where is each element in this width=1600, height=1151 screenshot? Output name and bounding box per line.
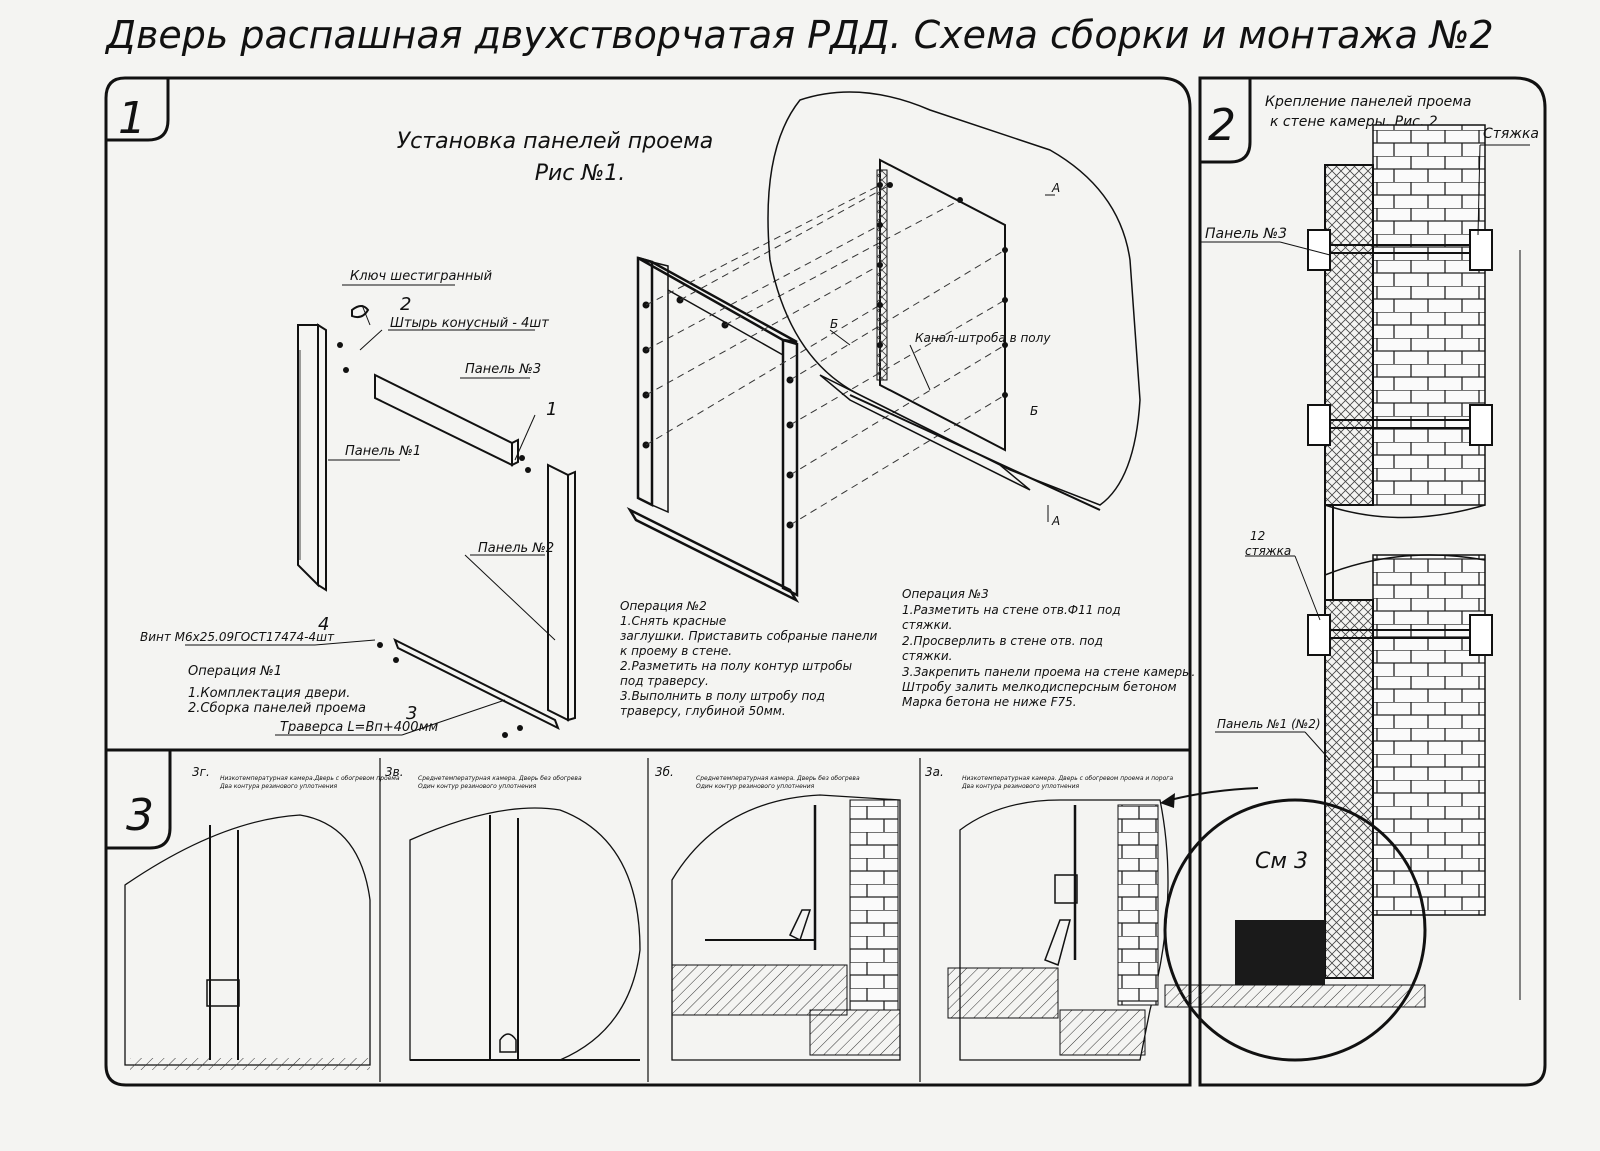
detail-arrow (1169, 787, 1259, 801)
wall-opening-drawing (819, 158, 1101, 511)
label-panel-1-2: Панель №1 (№2) (1217, 717, 1321, 731)
variant-note: Низкотемпературная камера.Дверь с обогре… (220, 775, 400, 782)
operation-3-line: Марка бетона не ниже F75. (902, 695, 1077, 709)
operation-2-line: под траверсу. (620, 674, 709, 688)
figure-1-label: Рис №1. (535, 161, 626, 186)
operation-2-line: 2.Разметить на полу контур штробы (620, 659, 852, 673)
operation-3-title: Операция №3 (902, 587, 989, 601)
label-tie-number: 12 (1250, 529, 1265, 543)
operation-2-title: Операция №2 (620, 599, 707, 613)
mark-a-bottom: А (1051, 514, 1060, 528)
variant-3v: 3в. Среднетемпературная камера. Дверь бе… (385, 765, 641, 1061)
section-1-heading: Установка панелей проема (397, 129, 713, 154)
operation-1-line: 1.Комплектация двери. (188, 686, 350, 701)
operation-3-line: 3.Закрепить панели проема на стене камер… (902, 665, 1195, 679)
operation-2-line: 1.Снять красные (620, 614, 726, 628)
callout-panel-3: Панель №3 (465, 362, 541, 377)
operation-1-line: 2.Сборка панелей проема (188, 701, 366, 716)
variant-id: 3г. (192, 765, 210, 779)
section-1-number: 1 (118, 93, 146, 144)
callout-pin: Штырь конусный - 4шт (390, 316, 549, 331)
mark-b-left: Б (830, 317, 838, 331)
variant-note: Один контур резинового уплотнения (418, 783, 537, 790)
variant-note: Два контура резинового уплотнения (961, 783, 1079, 790)
callout-hex-key: Ключ шестигранный (350, 269, 492, 284)
section-2-frame (1198, 76, 1547, 1087)
hex-key-icon (351, 305, 370, 319)
section-3-number: 3 (126, 790, 154, 841)
projection-lines (645, 184, 1006, 526)
callout-beam-number: 3 (406, 703, 417, 724)
section-2-heading-line: Крепление панелей проема (1265, 94, 1471, 110)
variant-3a: 3а. Низкотемпературная камера. Дверь с о… (925, 765, 1173, 1061)
operation-3-line: стяжки. (902, 618, 952, 632)
mark-b-right: Б (1030, 404, 1038, 418)
panel-2-drawing (547, 463, 576, 722)
callout-screw: Винт М6х25.09ГОСТ17474-4шт (140, 630, 335, 644)
wall-cross-section (1307, 124, 1521, 1000)
sheet-title: Дверь распашная двухстворчатая РДД. Схем… (104, 13, 1493, 57)
operation-2-line: к проему в стене. (620, 644, 732, 658)
callout-beam: Траверса L=Bп+400мм (280, 720, 438, 735)
detail-floor-hatch (1164, 984, 1426, 1008)
operation-2-text: Операция №2 1.Снять красные заглушки. Пр… (620, 599, 878, 718)
label-tie: Стяжка (1483, 126, 1539, 142)
operation-3-text: Операция №3 1.Разметить на стене отв.Ф11… (902, 587, 1195, 709)
label-see-3: См 3 (1255, 849, 1308, 874)
label-panel-3: Панель №3 (1205, 226, 1287, 242)
section-1-number-box (106, 78, 170, 142)
callout-panel-1: Панель №1 (345, 444, 421, 459)
operation-3-line: Штробу залить мелкодисперсным бетоном (902, 680, 1177, 694)
variant-3g: 3г. Низкотемпературная камера.Дверь с об… (124, 765, 400, 1070)
mark-a-top: А (1051, 181, 1060, 195)
label-tie-2: стяжка (1245, 544, 1291, 558)
callout-screw-number: 4 (318, 614, 329, 635)
variant-3b: 3б. Среднетемпературная камера. Дверь бе… (655, 765, 901, 1061)
variant-note: Два контура резинового уплотнения (219, 783, 337, 790)
callout-panel-2: Панель №2 (478, 541, 554, 556)
detail-callout-circle (1163, 798, 1427, 1062)
pins-and-screws (337, 305, 531, 738)
section-3-frame (104, 750, 1192, 1087)
wall-section-outline (767, 91, 1141, 506)
section-2-number: 2 (1208, 100, 1236, 151)
traverse-beam-drawing (393, 637, 560, 731)
variant-note: Низкотемпературная камера. Дверь с обогр… (962, 775, 1173, 782)
variant-note: Один контур резинового уплотнения (696, 783, 815, 790)
panel-3-drawing (374, 373, 519, 467)
operation-3-line: 1.Разметить на стене отв.Ф11 под (902, 603, 1121, 617)
variant-id: 3в. (385, 765, 404, 779)
callout-pin-number: 2 (400, 294, 411, 315)
panel-1-drawing (297, 323, 327, 592)
operation-2-line: заглушки. Приставить собраные панели (620, 629, 878, 643)
detail-seal-block (1235, 920, 1325, 985)
callout-number-1: 1 (546, 399, 557, 420)
operation-1-title: Операция №1 (188, 664, 282, 679)
variant-note: Среднетемпературная камера. Дверь без об… (418, 775, 582, 782)
operation-2-line: траверсу, глубиной 50мм. (620, 704, 786, 718)
operation-3-line: 2.Просверлить в стене отв. под (902, 634, 1103, 648)
assembled-frame-drawing (626, 256, 800, 604)
operation-3-line: стяжки. (902, 649, 952, 663)
operation-2-line: 3.Выполнить в полу штробу под (620, 689, 825, 703)
section-2-number-box (1200, 78, 1252, 164)
callout-channel: Канал-штроба в полу (915, 331, 1051, 345)
section-3-number-box (106, 750, 172, 850)
variant-note: Среднетемпературная камера. Дверь без об… (696, 775, 860, 782)
variant-id: 3а. (925, 765, 944, 779)
variant-id: 3б. (655, 765, 674, 779)
